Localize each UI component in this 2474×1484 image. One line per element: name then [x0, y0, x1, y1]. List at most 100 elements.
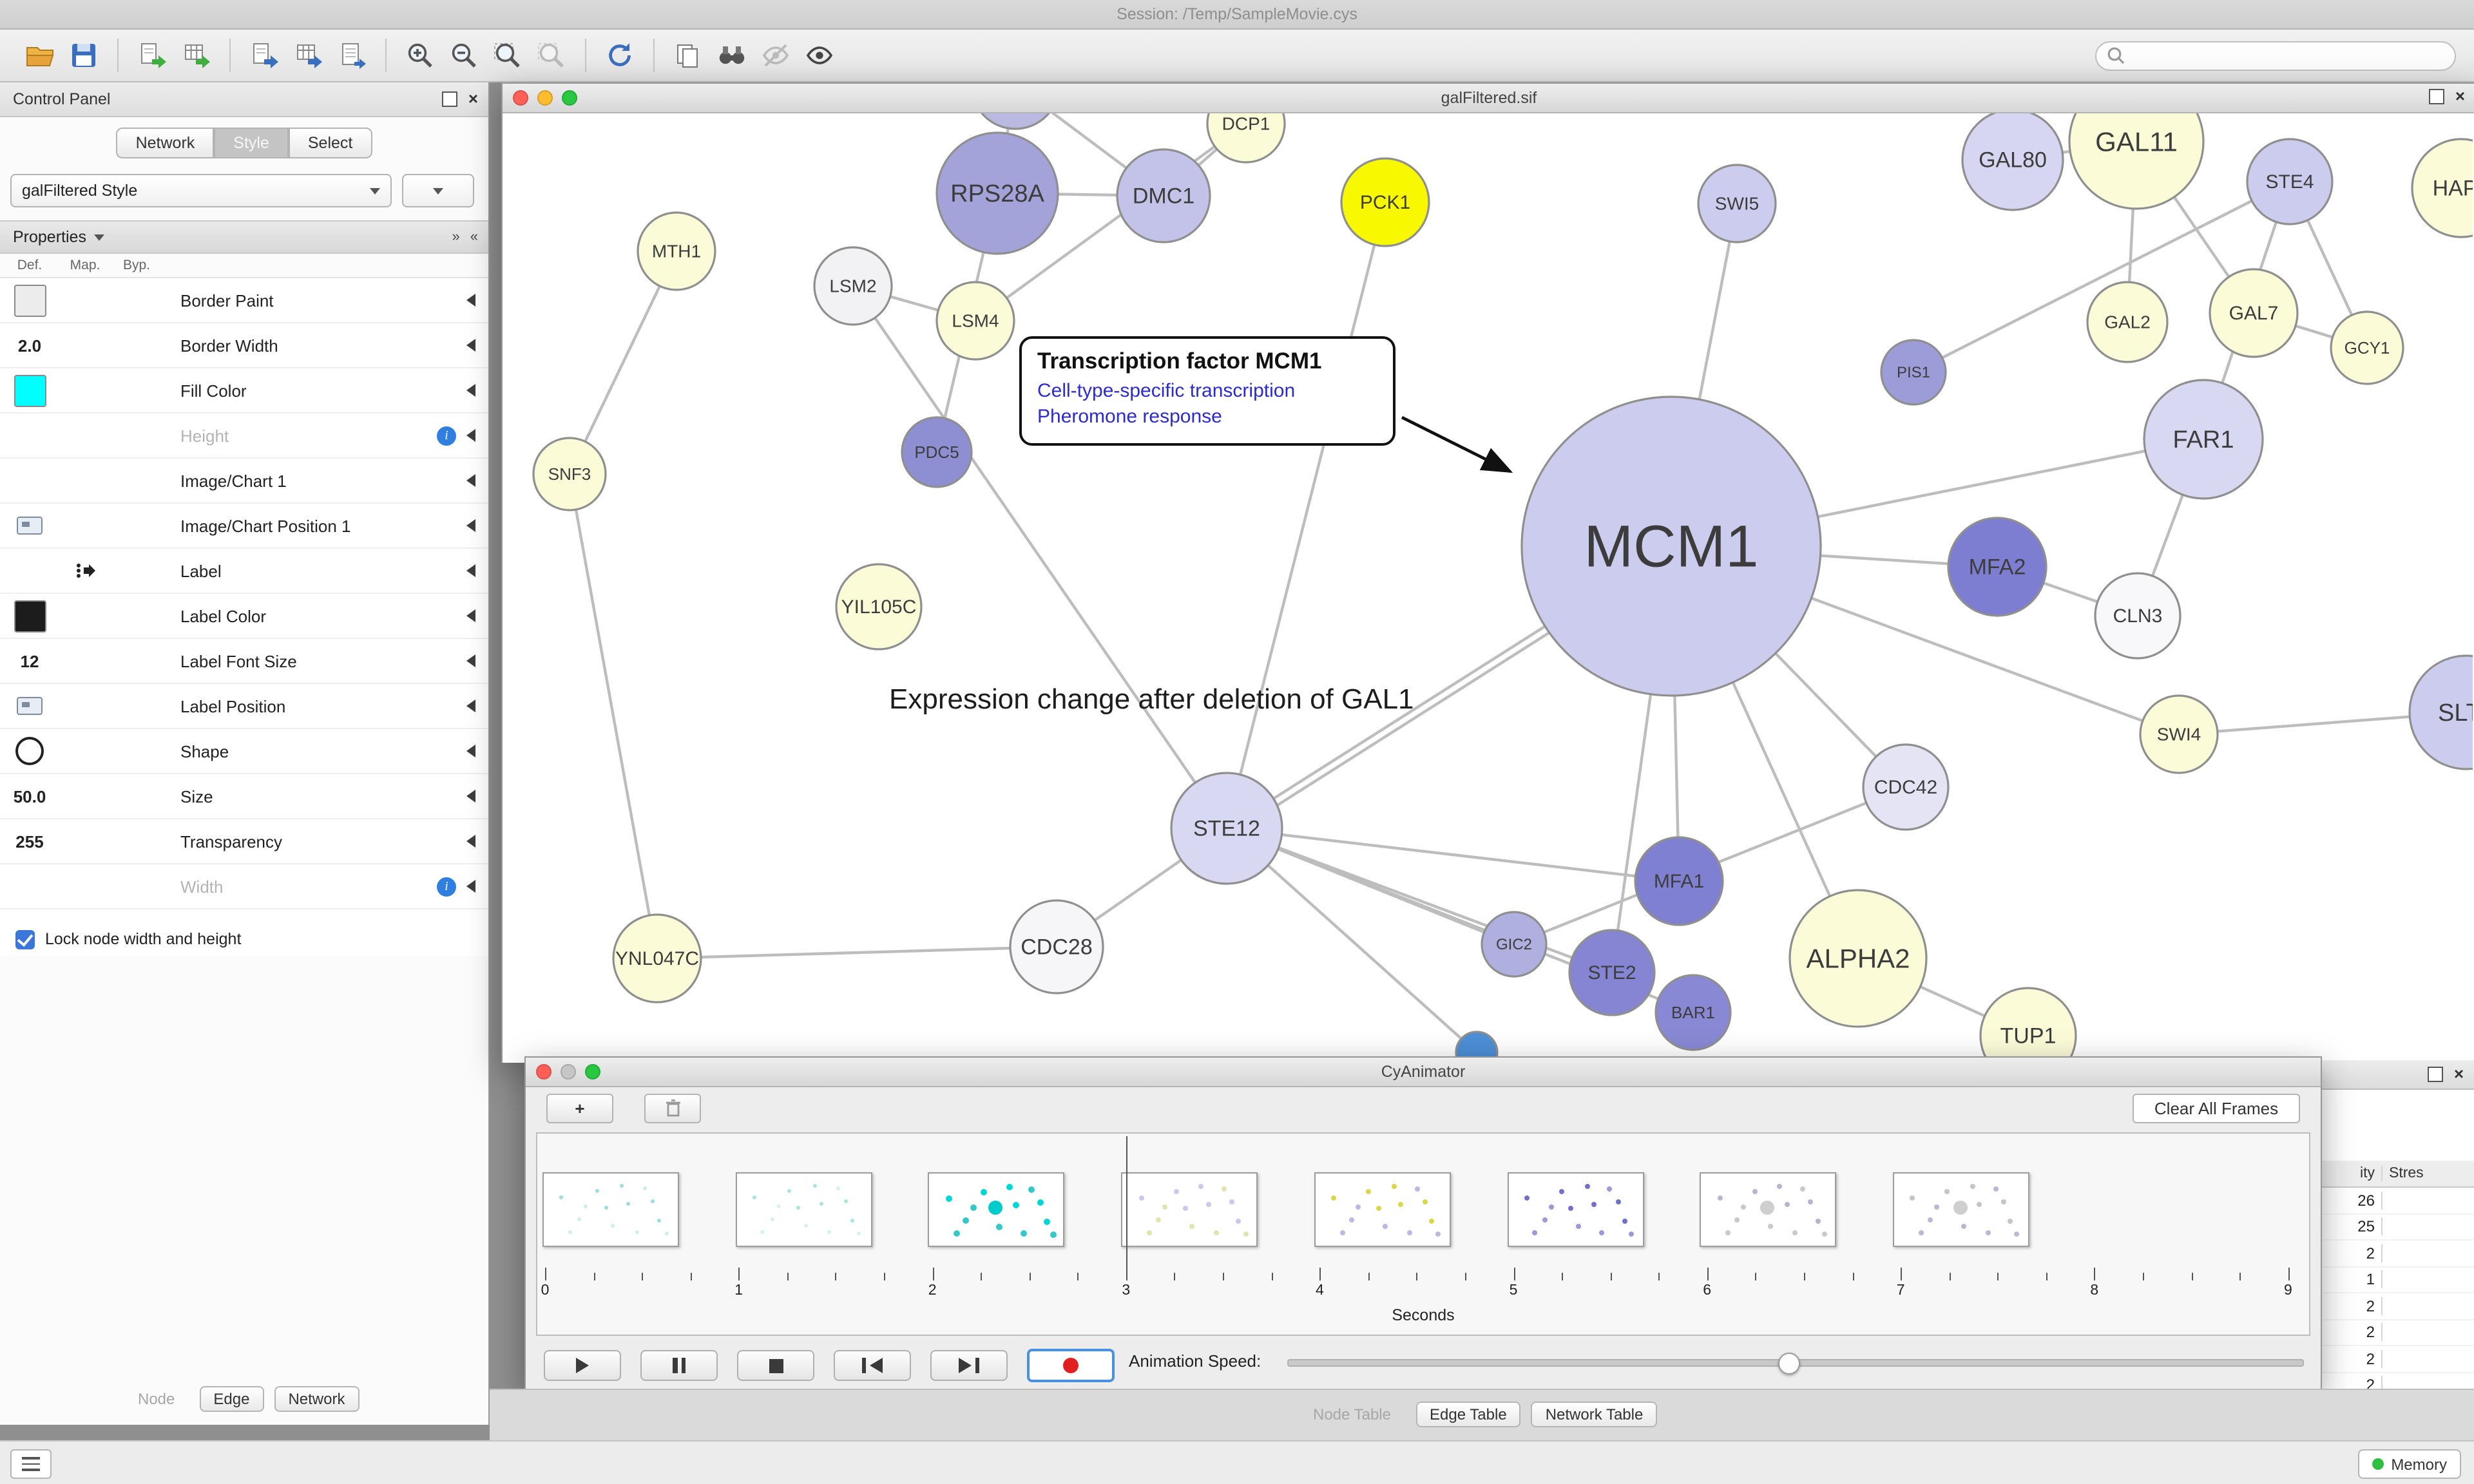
zoom-window-icon[interactable] — [585, 1064, 600, 1080]
table-row[interactable]: 2 — [2321, 1320, 2474, 1346]
graph-node-SLT2[interactable] — [2408, 654, 2474, 770]
copy-button[interactable] — [669, 36, 707, 75]
import-table-button[interactable] — [177, 36, 215, 75]
tab-style[interactable]: Style — [214, 128, 289, 158]
annotation-box[interactable]: Transcription factor MCM1 Cell-type-spec… — [1019, 336, 1395, 445]
property-row-border-paint[interactable]: Border Paint — [0, 278, 488, 323]
default-value-text[interactable]: 2.0 — [17, 336, 42, 355]
expand-row-icon[interactable] — [466, 564, 475, 577]
expand-all-icon[interactable]: « — [470, 229, 478, 245]
search-input[interactable] — [2125, 45, 2444, 66]
export-doc-button[interactable] — [332, 36, 371, 75]
table-row[interactable]: 2 — [2321, 1241, 2474, 1267]
playhead[interactable] — [1126, 1136, 1128, 1275]
graph-node-TUP1[interactable] — [1979, 987, 2077, 1063]
export-network-button[interactable] — [245, 36, 283, 75]
graph-node-GAL2[interactable] — [2086, 281, 2169, 363]
expand-row-icon[interactable] — [466, 294, 475, 307]
property-row-image-chart-position-1[interactable]: Image/Chart Position 1 — [0, 504, 488, 549]
frame-thumbnail-5[interactable] — [1314, 1172, 1451, 1247]
default-value-swatch[interactable] — [14, 374, 46, 406]
graph-node-ALPHA2[interactable] — [1788, 889, 1928, 1028]
position-widget-icon[interactable] — [17, 517, 43, 535]
graph-node-STE12[interactable] — [1170, 772, 1283, 885]
network-window-titlebar[interactable]: galFiltered.sif × — [503, 84, 2474, 113]
frame-thumbnail-3[interactable] — [928, 1172, 1065, 1247]
tab-network-table[interactable]: Network Table — [1531, 1402, 1658, 1427]
graph-node-CUT_BLUE[interactable] — [1455, 1031, 1499, 1063]
frame-thumbnail-4[interactable] — [1121, 1172, 1258, 1247]
graph-node-DMC1[interactable] — [1116, 148, 1211, 243]
expand-row-icon[interactable] — [466, 745, 475, 757]
play-button[interactable] — [544, 1350, 621, 1381]
tab-edge-table[interactable]: Edge Table — [1415, 1402, 1521, 1427]
speed-slider-track[interactable] — [1287, 1353, 2304, 1375]
memory-button[interactable]: Memory — [2357, 1449, 2461, 1479]
close-window-icon[interactable] — [513, 90, 528, 106]
graph-node-SNF3[interactable] — [532, 437, 607, 511]
property-row-label-position[interactable]: Label Position — [0, 684, 488, 729]
float-panel-icon[interactable] — [442, 91, 458, 107]
zoom-out-button[interactable] — [445, 36, 483, 75]
refresh-button[interactable] — [600, 36, 639, 75]
property-row-label[interactable]: Label — [0, 549, 488, 594]
annotation-link-2[interactable]: Pheromone response — [1037, 406, 1222, 428]
expand-row-icon[interactable] — [466, 835, 475, 848]
column-header[interactable]: Stres — [2389, 1166, 2424, 1181]
zoom-fit-button[interactable] — [488, 36, 527, 75]
graph-edge[interactable] — [568, 473, 659, 959]
frame-thumbnail-8[interactable] — [1892, 1172, 2029, 1247]
expand-row-icon[interactable] — [466, 429, 475, 442]
property-row-label-color[interactable]: Label Color — [0, 594, 488, 639]
tab-network[interactable]: Network — [116, 128, 215, 158]
eye-off-button[interactable] — [756, 36, 795, 75]
table-row[interactable]: 2 — [2321, 1293, 2474, 1320]
graph-node-GAL80[interactable] — [1961, 113, 2064, 211]
lock-checkbox[interactable] — [15, 929, 35, 949]
graph-edge[interactable] — [974, 122, 1247, 322]
current-style-dropdown[interactable]: galFiltered Style — [10, 174, 392, 207]
record-button[interactable] — [1027, 1349, 1115, 1382]
panel-tab-network[interactable]: Network — [274, 1386, 360, 1412]
graph-node-STE4[interactable] — [2246, 138, 2334, 225]
open-button[interactable] — [21, 36, 59, 75]
graph-node-MFA2[interactable] — [1947, 517, 2047, 617]
graph-node-RPS28A[interactable] — [935, 131, 1059, 255]
expand-row-icon[interactable] — [466, 790, 475, 803]
delete-frame-button[interactable] — [644, 1093, 701, 1123]
position-widget-icon[interactable] — [17, 697, 43, 715]
property-row-shape[interactable]: Shape — [0, 729, 488, 774]
graph-node-PCK1[interactable] — [1340, 157, 1430, 247]
frame-thumbnail-2[interactable] — [735, 1172, 872, 1247]
graph-node-STE2[interactable] — [1568, 929, 1656, 1016]
panel-tab-node[interactable]: Node — [138, 1390, 175, 1408]
default-value-text[interactable]: 12 — [20, 651, 39, 671]
close-view-icon[interactable]: × — [2455, 86, 2465, 106]
search-field[interactable] — [2095, 41, 2456, 70]
graph-node-CDC42[interactable] — [1862, 743, 1950, 831]
expand-row-icon[interactable] — [466, 880, 475, 893]
expand-row-icon[interactable] — [466, 519, 475, 532]
graph-node-GAL11[interactable] — [2068, 113, 2205, 210]
graph-node-GIC2[interactable] — [1481, 911, 1548, 978]
float-window-icon[interactable] — [2429, 89, 2445, 104]
graph-edge[interactable] — [657, 945, 1057, 960]
expand-row-icon[interactable] — [466, 384, 475, 397]
expand-row-icon[interactable] — [466, 654, 475, 667]
save-button[interactable] — [64, 36, 103, 75]
graph-node-MFA1[interactable] — [1634, 836, 1724, 926]
info-icon[interactable]: i — [437, 426, 456, 445]
frame-thumbnail-7[interactable] — [1700, 1172, 1837, 1247]
next-frame-button[interactable] — [930, 1350, 1008, 1381]
graph-node-YIL105C[interactable] — [835, 563, 923, 651]
import-network-button[interactable] — [133, 36, 171, 75]
cyanimator-titlebar[interactable]: CyAnimator — [526, 1058, 2321, 1087]
graph-node-SWI4[interactable] — [2139, 694, 2219, 774]
graph-node-LSM2[interactable] — [813, 246, 893, 326]
